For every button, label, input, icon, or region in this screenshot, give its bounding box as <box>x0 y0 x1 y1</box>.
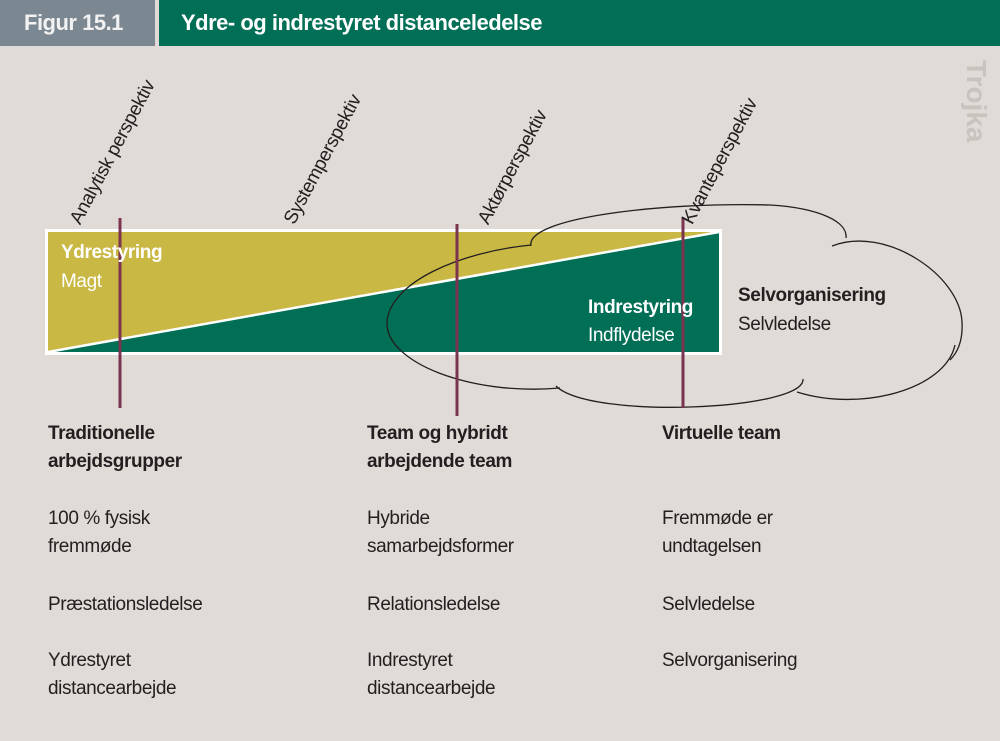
column-item: Selvledelse <box>662 594 755 615</box>
cloud-sub: Selvledelse <box>738 314 831 335</box>
figure-title: Ydre- og indrestyret distanceledelse <box>159 0 1000 46</box>
divider-line <box>47 230 720 354</box>
column-item: Præstationsledelse <box>48 594 203 615</box>
cloud-label: Selvorganisering <box>738 285 886 306</box>
figure-number: Figur 15.1 <box>0 0 155 46</box>
outer-sub: Magt <box>61 271 102 292</box>
cloud-shape <box>386 204 963 408</box>
column-item: Selvorganisering <box>662 650 798 671</box>
inner-sub: Indflydelse <box>588 325 675 346</box>
perspective-markers <box>118 218 685 416</box>
column-title: Virtuelle team <box>662 423 781 444</box>
outer-label: Ydrestyring <box>61 242 163 263</box>
inner-label: Indrestyring <box>588 297 693 318</box>
column-item: Relationsledelse <box>367 594 501 615</box>
